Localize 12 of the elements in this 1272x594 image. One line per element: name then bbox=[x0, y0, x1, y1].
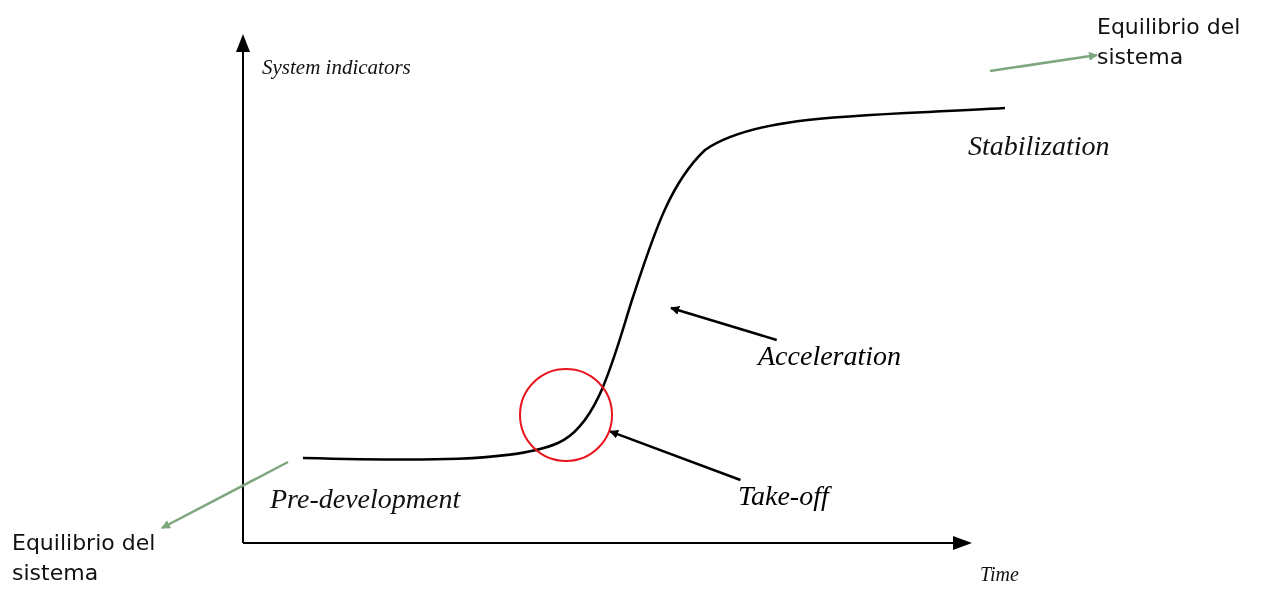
phase-label: Stabilization bbox=[968, 130, 1110, 162]
axis-label: Time bbox=[980, 563, 1019, 586]
annotation-text: Equilibrio del sistema bbox=[1097, 12, 1272, 72]
axis-label: System indicators bbox=[262, 55, 411, 80]
annotation-text: Acceleration bbox=[758, 340, 902, 372]
arrow bbox=[609, 430, 741, 482]
arrow bbox=[670, 306, 778, 342]
highlight-circle bbox=[519, 368, 613, 462]
arrow bbox=[989, 51, 1098, 73]
annotation-text: Equilibrio del sistema bbox=[12, 528, 197, 588]
arrow bbox=[161, 460, 289, 530]
phase-label: Pre-development bbox=[270, 483, 461, 515]
